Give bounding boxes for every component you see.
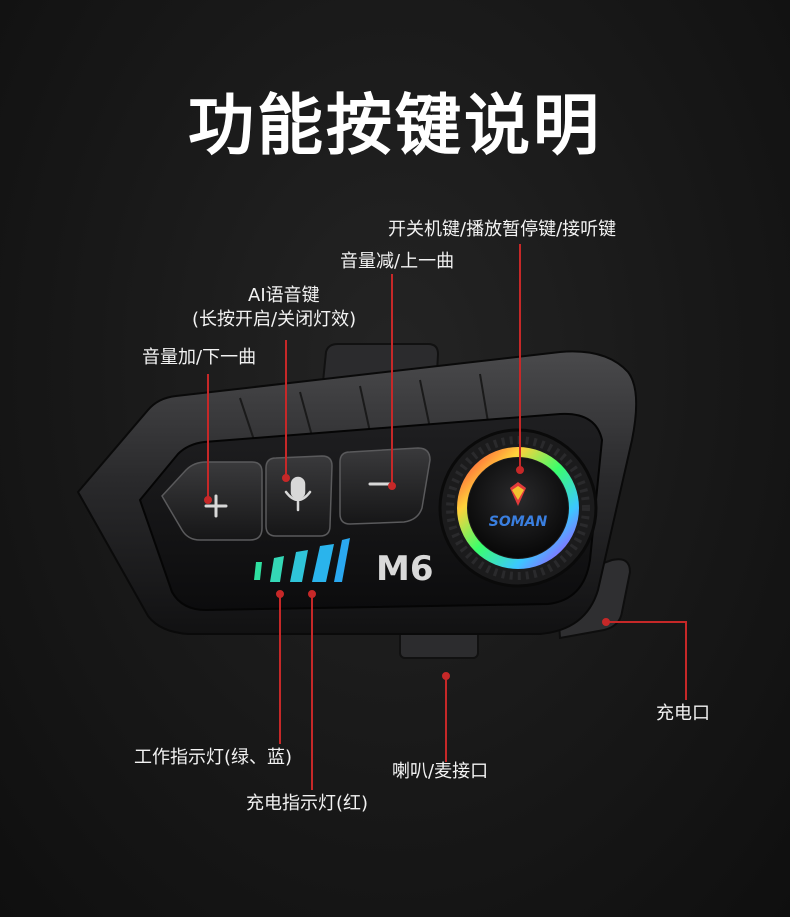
label-work-indicator: 工作指示灯(绿、蓝) xyxy=(134,747,293,768)
model-label: M6 xyxy=(376,549,434,589)
label-volume-down: 音量减/上一曲 xyxy=(340,251,455,272)
brand-logo-icon xyxy=(510,482,526,506)
indicator-leds xyxy=(254,538,350,582)
label-ai-voice-2: (长按开启/关闭灯效) xyxy=(192,309,357,330)
power-play-knob[interactable] xyxy=(438,428,598,588)
brand-logo: SOMAN xyxy=(489,514,548,530)
volume-down-button[interactable] xyxy=(339,447,431,525)
plus-icon xyxy=(204,494,228,518)
label-charging-port: 充电口 xyxy=(656,703,710,724)
page-title: 功能按键说明 xyxy=(188,87,602,164)
volume-up-button[interactable] xyxy=(161,461,263,541)
callout-lines xyxy=(204,244,687,790)
microphone-icon xyxy=(284,476,312,512)
label-ai-voice-1: AI语音键 xyxy=(248,285,320,306)
label-power-play: 开关机键/播放暂停键/接听键 xyxy=(388,219,617,240)
label-charge-indicator: 充电指示灯(红) xyxy=(246,793,369,814)
top-ridge-lines xyxy=(239,373,489,441)
label-speaker-mic-port: 喇叭/麦接口 xyxy=(392,761,489,782)
label-volume-up: 音量加/下一曲 xyxy=(142,347,257,368)
